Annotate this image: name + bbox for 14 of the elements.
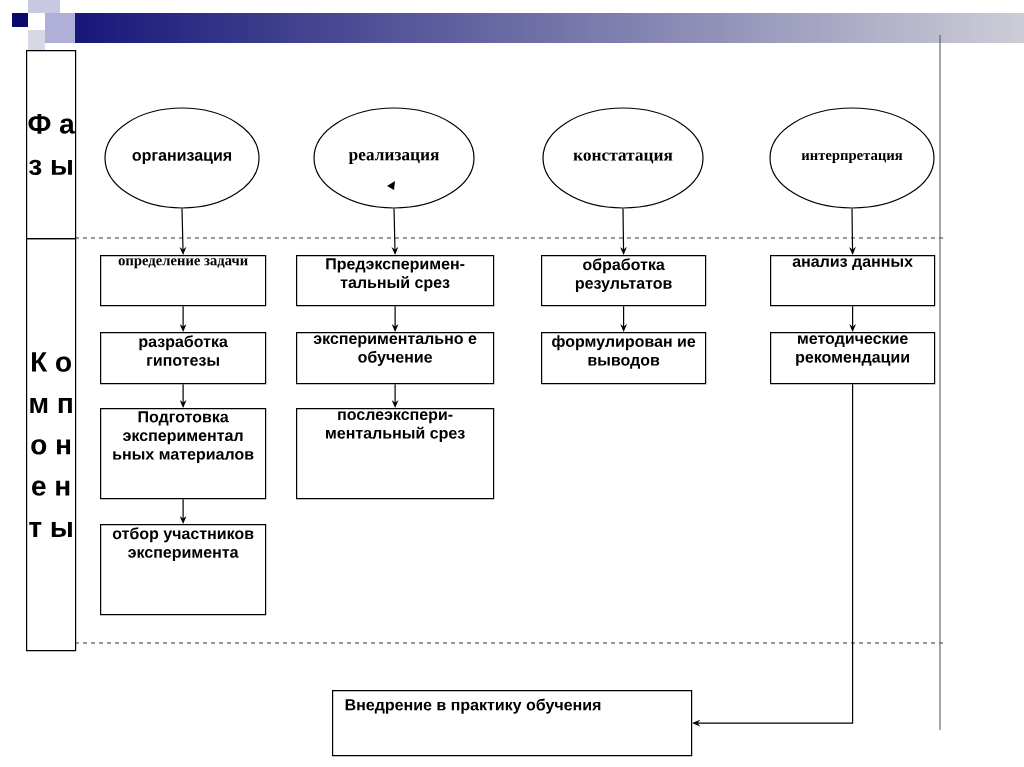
component-box: формулирован ие выводов <box>541 332 707 385</box>
component-box: экспериментально е обучение <box>296 332 495 385</box>
component-box: отбор участников эксперимента <box>100 524 267 616</box>
row-header-box: Ф а з ы <box>26 50 77 240</box>
row-header-box: К о м п о н е н т ы <box>26 238 77 652</box>
component-box: методические рекомендации <box>770 332 936 385</box>
component-box: послеэкспери- ментальный срез <box>296 408 495 500</box>
result-box: Внедрение в практику обучения <box>332 690 693 757</box>
component-box: разработка гипотезы <box>100 332 267 385</box>
component-box: обработка результатов <box>541 255 707 307</box>
component-box: Предэксперимен- тальный срез <box>296 255 495 307</box>
component-box: анализ данных <box>770 255 936 307</box>
component-box: Подготовка экспериментал ьных материалов <box>100 408 267 500</box>
component-box: определение задачи <box>100 255 267 307</box>
